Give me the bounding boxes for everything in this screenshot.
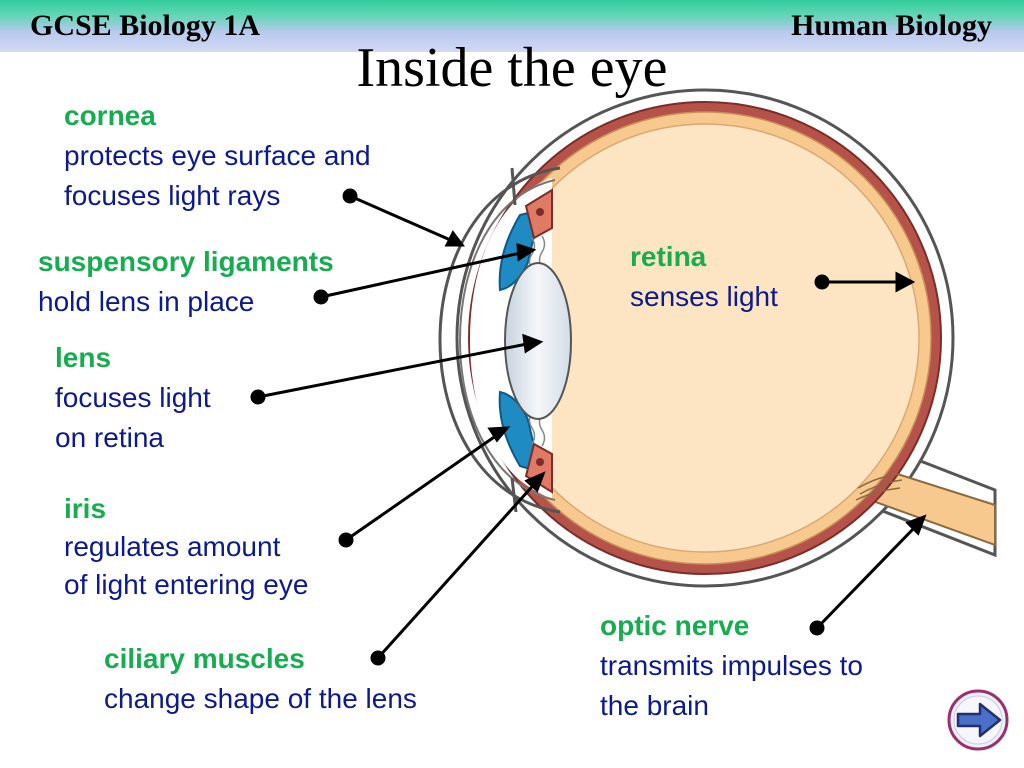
subject-title: GCSE Biology 1A (30, 9, 261, 42)
header-bar: GCSE Biology 1A Human Biology (0, 0, 1024, 52)
term-suspensory-ligaments: suspensory ligaments (38, 246, 334, 277)
term-lens: lens (55, 342, 112, 373)
term-ciliary-muscles: ciliary muscles (104, 643, 305, 674)
term-retina: retina (630, 241, 707, 272)
desc-optic-nerve-1: transmits impulses to (600, 650, 863, 681)
nerve-fibres (855, 473, 903, 501)
desc-retina: senses light (630, 281, 778, 312)
term-iris: iris (64, 493, 107, 524)
desc-suspensory-ligaments: hold lens in place (38, 286, 255, 317)
desc-lens-1: focuses light (55, 382, 211, 413)
desc-optic-nerve-2: the brain (600, 690, 709, 721)
term-optic-nerve: optic nerve (600, 610, 750, 641)
label-suspensory-ligaments: suspensory ligaments hold lens in place (38, 242, 334, 322)
desc-cornea-2: focuses light rays (64, 180, 281, 211)
desc-iris-1: regulates amount (64, 531, 281, 562)
cornea-outline (438, 166, 561, 514)
desc-ciliary-muscles: change shape of the lens (104, 683, 417, 714)
label-iris: iris regulates amount of light entering … (64, 490, 308, 604)
cornea-inner (458, 179, 556, 501)
next-slide-button[interactable] (946, 688, 1010, 752)
next-arrow-icon (947, 689, 1009, 751)
label-optic-nerve: optic nerve transmits impulses to the br… (600, 606, 863, 726)
label-retina: retina senses light (630, 237, 778, 317)
label-cornea: cornea protects eye surface and focuses … (64, 96, 371, 216)
desc-cornea-1: protects eye surface and (64, 140, 371, 171)
desc-iris-2: of light entering eye (64, 569, 309, 600)
term-cornea: cornea (64, 100, 156, 131)
page-title: Inside the eye (356, 37, 668, 99)
topic-title: Human Biology (791, 9, 992, 42)
iris-bottom (498, 390, 542, 474)
label-lens: lens focuses light on retina (55, 338, 211, 458)
desc-lens-2: on retina (55, 422, 164, 453)
label-ciliary-muscles: ciliary muscles change shape of the lens (104, 639, 417, 719)
